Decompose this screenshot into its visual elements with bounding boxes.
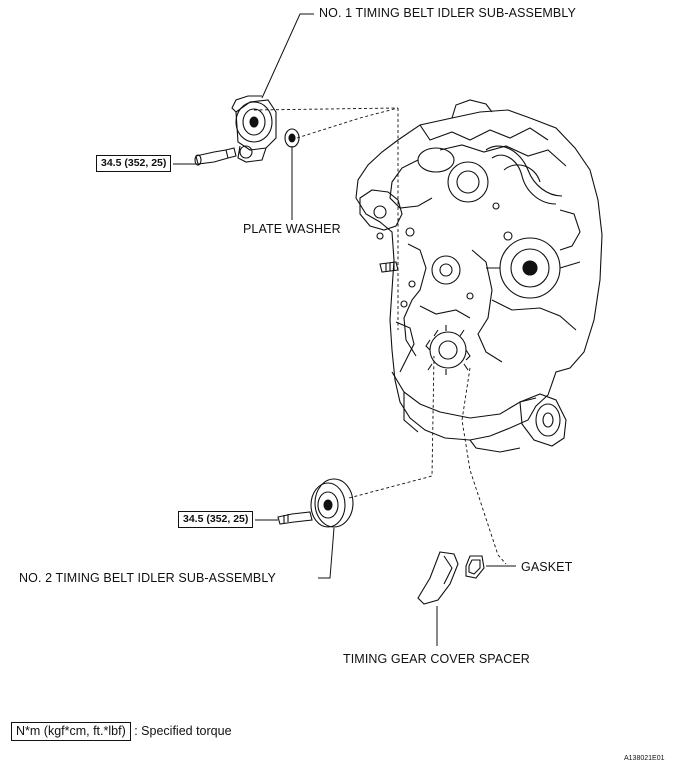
figure-code: A138021E01 [624, 755, 665, 762]
timing-gear-cover-spacer-illustration [417, 551, 459, 605]
plate-washer-illustration [284, 128, 300, 148]
assembly-guide-lines [253, 107, 507, 565]
no2-idler-illustration [277, 478, 354, 528]
torque-box-no1: 34.5 (352, 25) [96, 155, 172, 172]
label-plate-washer: PLATE WASHER [243, 222, 341, 236]
label-spacer: TIMING GEAR COVER SPACER [343, 652, 530, 666]
label-no2-idler: NO. 2 TIMING BELT IDLER SUB-ASSEMBLY [19, 571, 276, 585]
label-no1-idler: NO. 1 TIMING BELT IDLER SUB-ASSEMBLY [319, 6, 576, 20]
gasket-illustration [465, 555, 485, 579]
torque-box-no2: 34.5 (352, 25) [178, 511, 254, 528]
no1-idler-illustration [194, 95, 277, 166]
legend-meaning: : Specified torque [134, 724, 232, 738]
engine-block-illustration [355, 99, 603, 453]
torque-legend: N*m (kgf*cm, ft.*lbf) : Specified torque [11, 722, 232, 741]
leader-lines [173, 13, 516, 646]
legend-unit-box: N*m (kgf*cm, ft.*lbf) [11, 722, 131, 741]
label-gasket: GASKET [521, 560, 573, 574]
